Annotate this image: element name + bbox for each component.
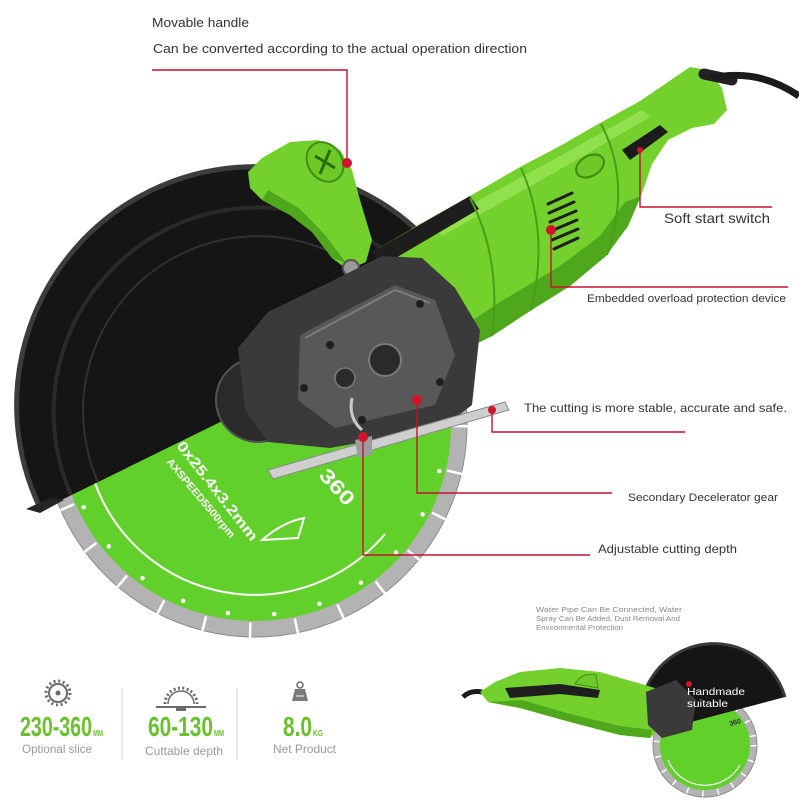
inset-power-cord bbox=[461, 689, 483, 699]
inset-blade-notches bbox=[653, 693, 757, 797]
callout-dot bbox=[546, 225, 556, 235]
base-plate-shoe bbox=[267, 401, 510, 480]
handle-grip-shadow bbox=[262, 190, 346, 263]
spec-unit: MM bbox=[214, 729, 224, 738]
motor-body bbox=[372, 67, 727, 347]
callout-line bbox=[491, 410, 685, 433]
spec-label: Net Product bbox=[273, 742, 337, 756]
callout-label: Adjustable cutting depth bbox=[598, 542, 737, 556]
inset-water-inlet-dot bbox=[686, 681, 692, 687]
spec-value: 8.0 bbox=[283, 711, 312, 742]
housing-seam-rear bbox=[600, 123, 620, 256]
callout-line bbox=[639, 150, 772, 208]
motor-housing-highlight bbox=[432, 110, 650, 236]
callout-line bbox=[152, 69, 348, 162]
power-cord bbox=[698, 68, 799, 99]
inset-water-spray-view: Water Pipe Can Be Connected, Water Spray… bbox=[461, 605, 787, 798]
housing-seam-front bbox=[469, 197, 496, 337]
gearbox-screw bbox=[300, 384, 308, 392]
spec-list: 230-360 MM Optional slice 60-130 MM Cutt… bbox=[20, 679, 337, 760]
spec-label: Cuttable depth bbox=[145, 744, 223, 758]
gearbox-boss-small bbox=[334, 367, 356, 389]
cord-cable bbox=[711, 71, 799, 99]
inset-blade-print: 360 bbox=[729, 718, 742, 728]
callout-movable-handle: Movable handle Can be converted accordin… bbox=[152, 15, 527, 168]
motor-housing bbox=[372, 67, 727, 347]
movable-handle bbox=[248, 140, 372, 277]
blade-print-ring bbox=[94, 482, 386, 596]
inset-front-handle bbox=[574, 673, 599, 689]
saw-blade-icon bbox=[44, 679, 72, 707]
grip-band bbox=[372, 196, 479, 266]
callout-line bbox=[362, 437, 590, 556]
inset-note-line: Water Pipe Can Be Connected, Water bbox=[536, 605, 683, 614]
inset-note-line: Spray Can Be Added, Dust Removal And bbox=[536, 614, 680, 623]
inset-motor-body bbox=[480, 668, 668, 738]
callout-dot bbox=[488, 406, 496, 414]
blade-segment-notches bbox=[42, 212, 468, 638]
handle-cap-cross bbox=[314, 149, 336, 175]
spec-net-weight: 8.0 KG Net Product bbox=[273, 681, 337, 756]
spec-cuttable-depth: 60-130 MM Cuttable depth bbox=[145, 686, 224, 758]
callout-dot bbox=[342, 158, 352, 168]
callout-description: Can be converted according to the actual… bbox=[153, 41, 527, 56]
soft-start-switch bbox=[622, 125, 668, 160]
callout-dot bbox=[637, 147, 643, 153]
callout-cutting-depth: Adjustable cutting depth bbox=[358, 432, 737, 556]
callout-soft-start-switch: Soft start switch bbox=[637, 147, 772, 226]
cutting-depth-icon bbox=[156, 686, 206, 711]
guard-tab bbox=[26, 498, 64, 513]
inset-badge-line: Handmade bbox=[687, 686, 745, 698]
callout-line bbox=[416, 400, 612, 494]
inset-grip-band bbox=[505, 684, 600, 698]
callout-stable-cutting: The cutting is more stable, accurate and… bbox=[488, 401, 787, 433]
callout-line bbox=[550, 230, 788, 288]
cutting-saw: 0x25.4x3.2mm AXSPEED5500rpm 360 bbox=[14, 67, 799, 638]
inset-badge-line: suitable bbox=[687, 698, 728, 710]
spec-value: 230-360 bbox=[20, 711, 92, 742]
callout-title: Movable handle bbox=[152, 15, 249, 30]
inset-note-line: Environmental Protection bbox=[536, 623, 623, 632]
spec-unit: MM bbox=[93, 729, 103, 738]
weight-icon bbox=[292, 681, 308, 701]
callout-label: The cutting is more stable, accurate and… bbox=[524, 401, 787, 415]
callout-label: Soft start switch bbox=[664, 210, 770, 226]
depth-adjust-lever bbox=[349, 397, 364, 432]
gearbox-screw bbox=[416, 300, 424, 308]
spec-unit: KG bbox=[313, 729, 323, 738]
inset-motor-shadow bbox=[488, 700, 652, 738]
spec-value: 60-130 bbox=[148, 711, 213, 742]
gearbox-screw bbox=[358, 416, 366, 424]
gearbox-edge-highlight bbox=[304, 288, 431, 339]
spec-label: Optional slice bbox=[22, 742, 92, 756]
guard-rim bbox=[14, 164, 472, 512]
spec-optional-slice: 230-360 MM Optional slice bbox=[20, 679, 103, 756]
gearbox-screw bbox=[326, 341, 334, 349]
guard-rib-outer bbox=[51, 205, 441, 496]
housing-seam-middle bbox=[520, 167, 540, 311]
callout-dot bbox=[358, 432, 368, 442]
callout-decelerator-gear: Secondary Decelerator gear bbox=[412, 395, 778, 504]
gearbox-boss-large bbox=[368, 343, 402, 377]
callout-overload-protection: Embedded overload protection device bbox=[546, 225, 788, 305]
inset-blade-print-ring bbox=[667, 759, 741, 786]
gearbox-screw bbox=[436, 378, 444, 386]
brush-cap bbox=[575, 153, 605, 179]
blade-arrow-mark bbox=[259, 516, 306, 542]
motor-housing-shadow bbox=[458, 196, 641, 347]
callout-label: Secondary Decelerator gear bbox=[628, 492, 778, 504]
callout-dot bbox=[412, 395, 422, 405]
inset-gearbox bbox=[646, 680, 696, 738]
callout-label: Embedded overload protection device bbox=[587, 293, 786, 305]
